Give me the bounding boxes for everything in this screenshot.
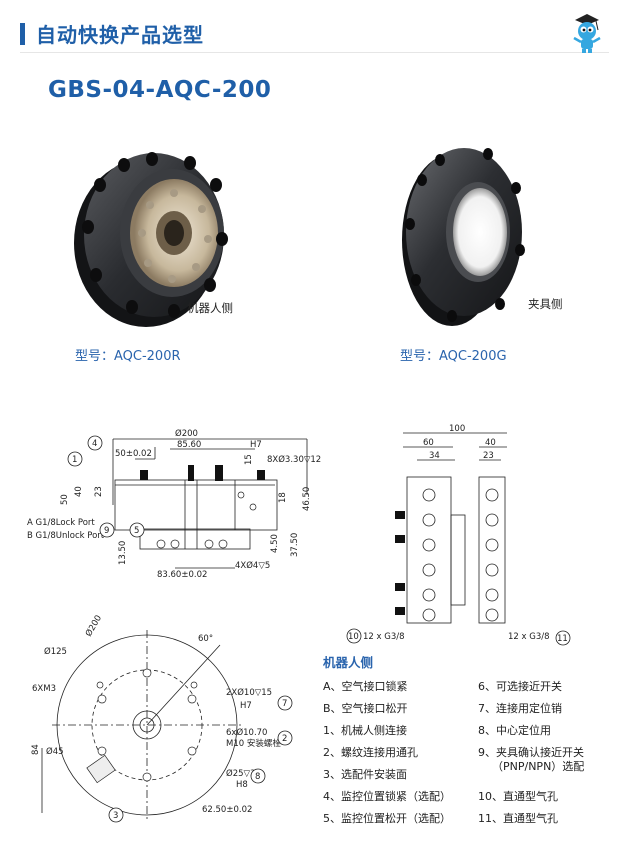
dim-100: 100 <box>449 424 465 434</box>
legend-title: 机器人侧 <box>323 655 374 670</box>
bottom-technical-drawing: Ø200 Ø125 6XM3 60° 2XØ10▽15 H7 6xØ10.70 … <box>31 613 293 823</box>
dim-m10: M10 安装螺栓 <box>226 738 281 749</box>
legend-item-5: 5、监控位置松开（选配） <box>323 812 451 825</box>
dim-h450: 4.50 <box>270 534 280 553</box>
label-left-port: 12 x G3/8 <box>363 632 405 642</box>
dim-d125: Ø125 <box>44 646 67 657</box>
dim-23: 23 <box>483 451 494 461</box>
legend-item-8: 8、中心定位用 <box>478 724 551 737</box>
legend-item-1: 1、机械人侧连接 <box>323 724 407 737</box>
mascot-icon <box>573 14 601 53</box>
dim-angle: 60° <box>198 634 213 644</box>
callout-5: 5 <box>134 526 139 536</box>
dim-40: 40 <box>485 438 496 448</box>
tool-side-photo <box>402 148 525 326</box>
legend-item-10: 10、直通型气孔 <box>478 790 558 803</box>
dim-holes2: 4XØ4▽5 <box>235 560 270 571</box>
tool-side-model: 型号：AQC-200G <box>400 349 507 364</box>
dim-6250: 62.50±0.02 <box>202 805 252 815</box>
callout-10: 10 <box>348 632 359 642</box>
callout-3: 3 <box>113 811 118 821</box>
dim-h15: 15 <box>244 454 254 465</box>
dim-60: 60 <box>423 438 434 448</box>
callout-2: 2 <box>282 734 287 744</box>
dim-50: 50±0.02 <box>115 449 152 459</box>
legend-item-11: 11、直通型气孔 <box>478 812 558 825</box>
model-title: GBS-04-AQC-200 <box>48 77 272 103</box>
dim-m3: 6XM3 <box>32 684 56 694</box>
legend-item-2: 2、螺纹连接用通孔 <box>323 746 418 759</box>
dim-h8: H8 <box>236 780 248 790</box>
legend-item-3: 3、选配件安装面 <box>323 768 407 781</box>
dim-h40: 40 <box>74 486 84 497</box>
callout-8: 8 <box>255 772 260 782</box>
dim-8360: 83.60±0.02 <box>157 570 207 580</box>
front-technical-drawing: Ø200 50±0.02 85.60 H7 8XØ3.30▽12 A G1/8L… <box>27 428 321 580</box>
dim-holes: 8XØ3.30▽12 <box>267 454 321 465</box>
legend-item-b: B、空气接口松开 <box>323 702 408 715</box>
dim-h23: 23 <box>94 486 104 497</box>
dim-diameter: Ø200 <box>175 428 198 439</box>
dim-h50: 50 <box>60 494 70 505</box>
tool-side-caption: 夹具侧 <box>528 297 563 311</box>
dim-h4650: 46.50 <box>302 487 312 511</box>
robot-side-photo <box>74 152 228 327</box>
dim-h7: H7 <box>250 440 262 450</box>
legend-item-9-continued: （PNP/NPN）选配 <box>492 760 585 773</box>
dim-h18: 18 <box>278 492 288 503</box>
callout-11: 11 <box>557 634 568 644</box>
callout-9: 9 <box>104 526 109 536</box>
dim-34: 34 <box>429 451 440 461</box>
dim-d1070: 6xØ10.70 <box>226 727 267 738</box>
dim-d45: Ø45 <box>46 746 64 757</box>
robot-side-model: 型号：AQC-200R <box>75 349 181 364</box>
legend-item-9: 9、夹具确认接近开关 <box>478 746 584 759</box>
label-right-port: 12 x G3/8 <box>508 632 550 642</box>
page-title: 自动快换产品选型 <box>36 23 204 47</box>
legend-item-7: 7、连接用定位销 <box>478 702 562 715</box>
label-port-b: B G1/8Unlock Port <box>27 531 105 541</box>
header-divider <box>20 52 609 53</box>
label-port-a: A G1/8Lock Port <box>27 518 95 528</box>
dim-h1350: 13.50 <box>118 541 128 565</box>
dim-d10-h7: H7 <box>240 701 252 711</box>
legend-item-a: A、空气接口锁紧 <box>323 680 408 693</box>
dim-8560: 85.60 <box>177 440 201 450</box>
callout-7: 7 <box>282 699 287 709</box>
dim-d25: Ø25▽3 <box>226 768 255 779</box>
callout-4: 4 <box>92 439 97 449</box>
legend-item-4: 4、监控位置锁紧（选配） <box>323 790 451 803</box>
dim-d10: 2XØ10▽15 <box>226 687 272 698</box>
robot-side-caption: 机器人侧 <box>187 301 233 315</box>
dim-d200: Ø200 <box>83 613 104 638</box>
header-accent-bar <box>20 23 25 45</box>
callout-1: 1 <box>72 455 77 465</box>
dim-h84: 84 <box>31 744 41 755</box>
legend-item-6: 6、可选接近开关 <box>478 680 562 693</box>
dim-h3750: 37.50 <box>290 533 300 557</box>
side-technical-drawing: 100 60 40 34 23 12 x G3/8 12 x G3/8 10 1… <box>346 424 571 646</box>
